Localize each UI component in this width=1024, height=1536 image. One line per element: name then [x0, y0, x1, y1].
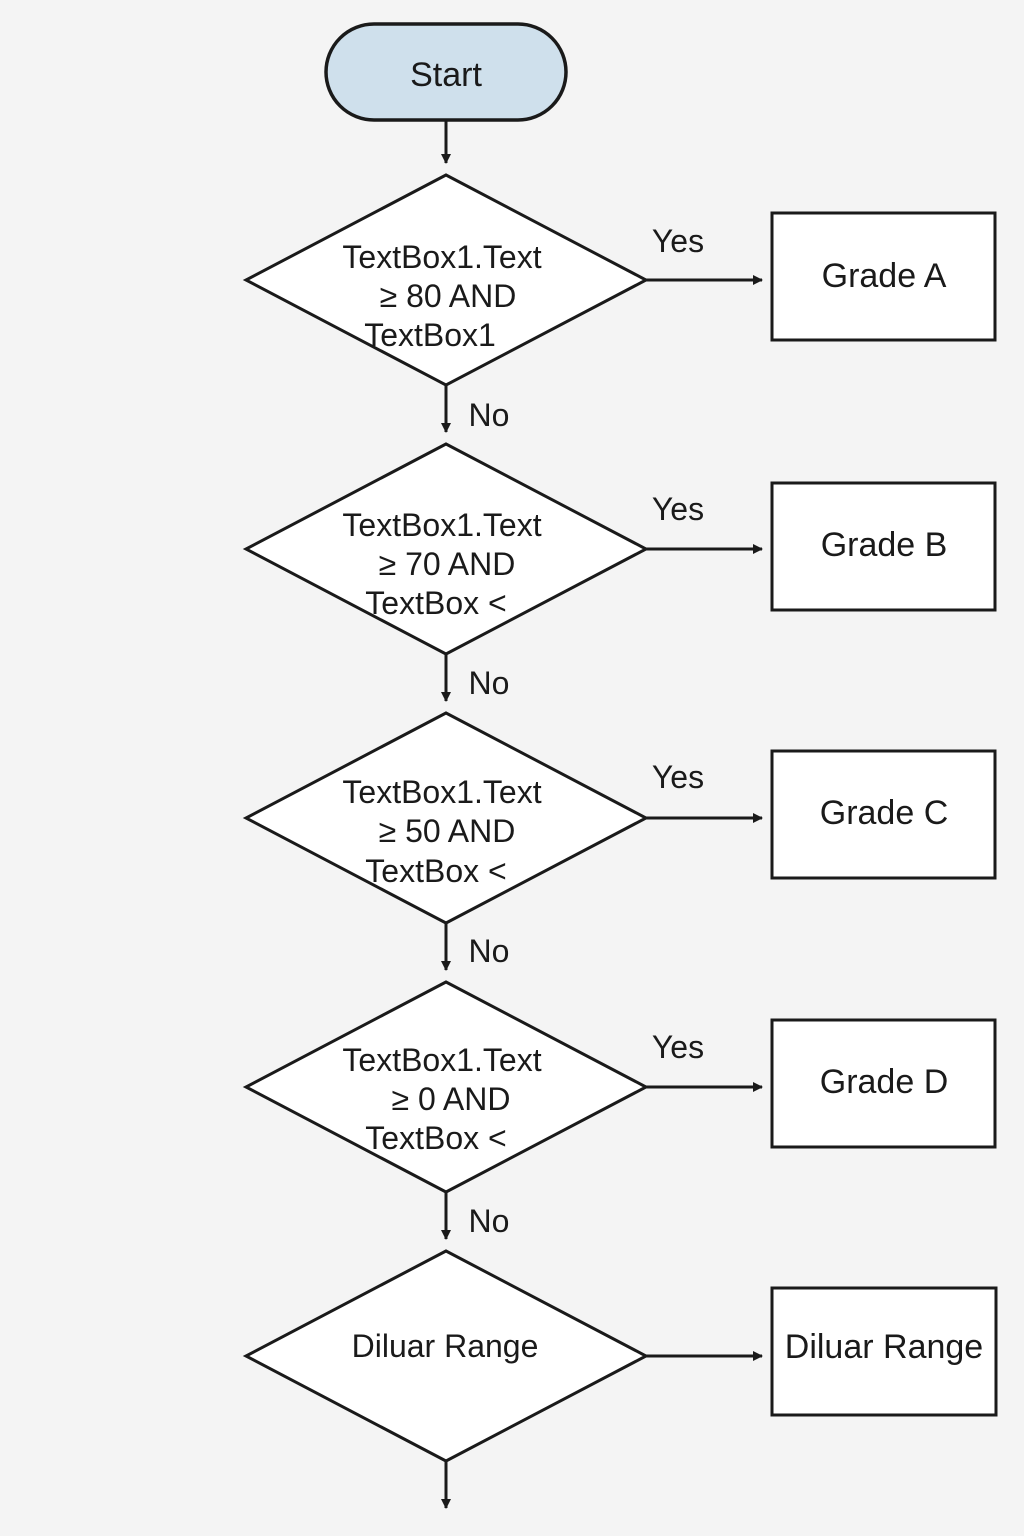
outcome-5: Diluar Range [770, 1286, 998, 1417]
decision-1-line-1: TextBox1.Text [342, 239, 541, 275]
decision-4-line-2: ≥ 0 AND [392, 1081, 511, 1117]
start-label: Start [410, 56, 482, 94]
outcome-2-box [770, 481, 997, 612]
outcome-4-label: Grade D [820, 1063, 949, 1101]
outcome-5-box [770, 1286, 998, 1417]
outcome-3-label: Grade C [820, 794, 949, 832]
decision-1-line-3: TextBox1 [364, 317, 496, 353]
outcome-1-box [770, 211, 997, 342]
no-label-3: No [469, 933, 510, 969]
yes-label-4: Yes [652, 1029, 704, 1065]
outcome-5-label: Diluar Range [785, 1328, 983, 1366]
outcome-3-box [770, 749, 997, 880]
no-label-2: No [469, 665, 510, 701]
outcome-2-label: Grade B [821, 526, 948, 564]
outcome-3: Grade C [770, 749, 997, 880]
decision-4-line-3: TextBox < [365, 1120, 506, 1156]
decision-3-line-3: TextBox < [365, 853, 506, 889]
decision-1-line-2: ≥ 80 AND [380, 278, 517, 314]
start-node: Start [324, 22, 568, 122]
decision-4-line-1: TextBox1.Text [342, 1042, 541, 1078]
no-label-4: No [469, 1203, 510, 1239]
outcome-2: Grade B [770, 481, 997, 612]
decision-2: TextBox1.Text ≥ 70 AND TextBox < [242, 442, 650, 656]
decision-3: TextBox1.Text ≥ 50 AND TextBox < [242, 711, 650, 925]
decision-4: TextBox1.Text ≥ 0 AND TextBox < [242, 980, 650, 1194]
decision-2-line-3: TextBox < [365, 585, 506, 621]
decision-2-line-2: ≥ 70 AND [379, 546, 516, 582]
decision-5-line-1: Diluar Range [352, 1328, 539, 1364]
decision-1: TextBox1.Text ≥ 80 AND TextBox1 [242, 173, 650, 387]
yes-label-1: Yes [652, 223, 704, 259]
yes-label-3: Yes [652, 759, 704, 795]
yes-label-2: Yes [652, 491, 704, 527]
outcome-4: Grade D [770, 1018, 997, 1149]
decision-3-line-1: TextBox1.Text [342, 774, 541, 810]
outcome-1: Grade A [770, 211, 997, 342]
outcome-4-box [770, 1018, 997, 1149]
decision-3-line-2: ≥ 50 AND [379, 813, 516, 849]
outcome-1-label: Grade A [822, 257, 947, 295]
no-label-1: No [469, 397, 510, 433]
decision-2-line-1: TextBox1.Text [342, 507, 541, 543]
decision-5: Diluar Range [242, 1249, 650, 1463]
